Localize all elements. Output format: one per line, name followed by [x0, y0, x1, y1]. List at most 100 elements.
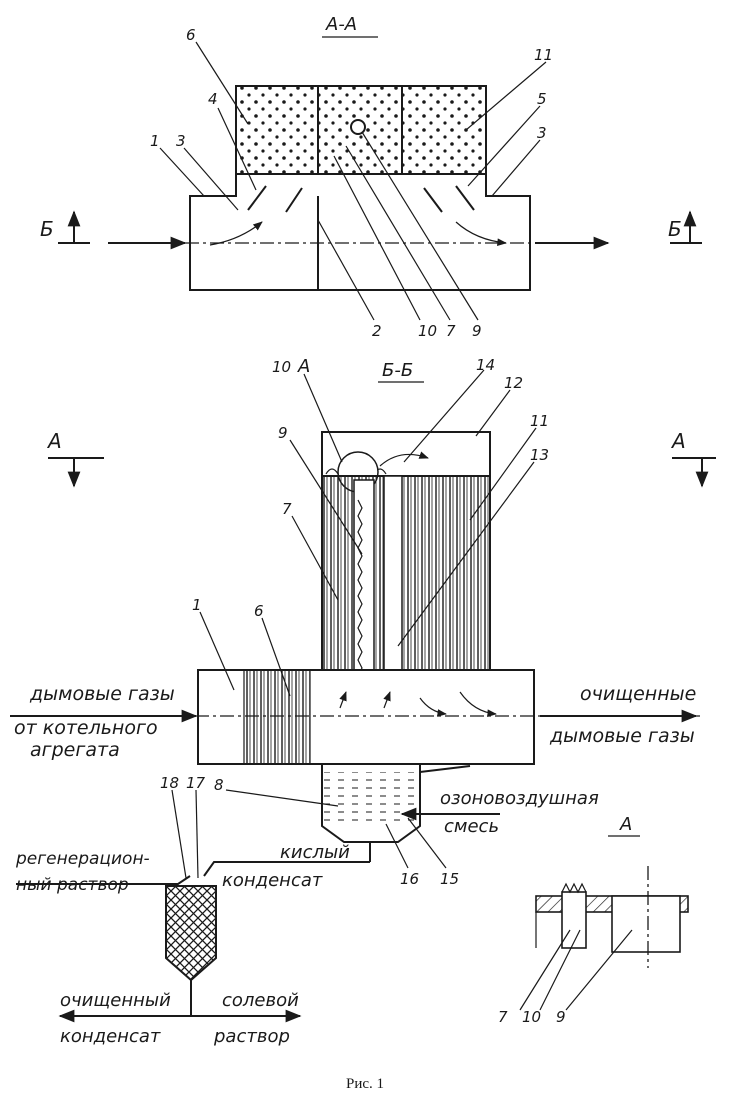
leader [397, 461, 535, 647]
cut-label-right: Б [668, 217, 682, 241]
detail-a: А 7 10 9 [498, 814, 689, 1026]
duct-housing [189, 174, 531, 291]
leader [291, 515, 339, 601]
leader [491, 139, 541, 197]
position-number: 7 [446, 322, 456, 340]
aa-leaders [159, 41, 547, 321]
position-number: 3 [176, 132, 186, 150]
leader [195, 41, 249, 125]
leader [217, 107, 257, 191]
section-aa-title: А-А [325, 14, 357, 35]
flue-gas-label: дымовые газы [29, 683, 175, 705]
clean-gas-label: очищенные [580, 683, 696, 705]
overflow-line [419, 765, 471, 773]
cut-label-right: А [670, 429, 686, 453]
leader [159, 147, 205, 197]
detail-title: А [619, 814, 632, 835]
leader [465, 61, 547, 131]
clean-condensate-label: конденсат [60, 1026, 161, 1047]
leader [183, 147, 239, 211]
leader [289, 439, 363, 555]
position-number: 1 [150, 132, 160, 150]
ozone-pipe-section [350, 119, 366, 135]
position-number: 1 [192, 596, 202, 614]
flow-arrow [419, 697, 447, 717]
position-number: 14 [476, 356, 495, 374]
vane [423, 187, 443, 213]
position-number: 6 [254, 602, 264, 620]
leader [385, 823, 409, 869]
ozone-air-label: смесь [444, 816, 499, 837]
packing-6 [243, 669, 311, 765]
flow-arrow [379, 451, 429, 467]
position-number: 9 [472, 322, 482, 340]
position-number: 13 [530, 446, 549, 464]
regen-line [16, 875, 191, 885]
leader [519, 929, 571, 1011]
leader [225, 789, 339, 807]
section-bb: Б-Б А [10, 356, 716, 1047]
regen-solution-label: ный раствор [16, 875, 129, 895]
position-number: 2 [372, 322, 382, 340]
position-number: 17 [186, 774, 206, 792]
leader [195, 789, 199, 879]
flow-arrow [209, 221, 263, 246]
flow-arrow [383, 691, 391, 709]
position-number: 7 [282, 500, 292, 518]
ozone-air-label: озоновоздушная [440, 788, 599, 809]
position-number: 15 [440, 870, 459, 888]
section-bb-title: Б-Б [382, 360, 413, 381]
position-number: 9 [278, 424, 288, 442]
position-number: 4 [208, 90, 218, 108]
position-number: 7 [498, 1008, 508, 1026]
ion-exchange-filter [165, 885, 217, 982]
leader [565, 929, 633, 1011]
acid-line [203, 861, 370, 877]
section-aa: А-А Б Б [40, 14, 702, 340]
leader [317, 219, 375, 321]
position-number: 8 [214, 776, 224, 794]
vane [285, 187, 303, 213]
pipe-9 [611, 895, 681, 953]
salt-solution-label: раствор [213, 1026, 290, 1047]
position-number: 10 [522, 1008, 541, 1026]
position-number: 6 [186, 26, 196, 44]
leader [199, 611, 235, 691]
acid-condensate-label: конденсат [222, 870, 323, 891]
acid-condensate-label: кислый [280, 842, 350, 863]
leader [403, 369, 485, 463]
flow-arrow [455, 221, 507, 246]
leader [303, 373, 343, 463]
vane [455, 185, 475, 211]
position-number: 5 [537, 90, 547, 108]
leader [467, 105, 541, 187]
leader [469, 427, 537, 521]
tube-column [321, 475, 491, 671]
position-number: 16 [400, 870, 419, 888]
cut-label-left: Б [40, 217, 54, 241]
position-number: 12 [504, 374, 523, 392]
vane [247, 185, 267, 211]
position-number: 10 [418, 322, 437, 340]
leader [333, 155, 421, 321]
leader [171, 789, 187, 879]
tube-top-serration [561, 882, 587, 894]
figure-caption: Рис. 1 [346, 1076, 384, 1092]
flow-arrow [339, 691, 347, 709]
clean-gas-label: дымовые газы [549, 725, 695, 747]
regen-solution-label: регенерацион- [15, 849, 150, 869]
position-number: 18 [160, 774, 179, 792]
clean-condensate-label: очищенный [60, 990, 171, 1011]
tube-7 [561, 891, 587, 949]
leader [361, 131, 479, 321]
position-number: 10 [272, 358, 291, 376]
bb-leaders [171, 369, 537, 879]
position-number: 9 [556, 1008, 566, 1026]
position-number: 3 [537, 124, 547, 142]
position-number: 11 [530, 412, 549, 430]
flow-arrow [459, 691, 497, 718]
leader [261, 617, 291, 697]
leader [539, 929, 581, 1011]
detail-marker: A [297, 356, 310, 377]
